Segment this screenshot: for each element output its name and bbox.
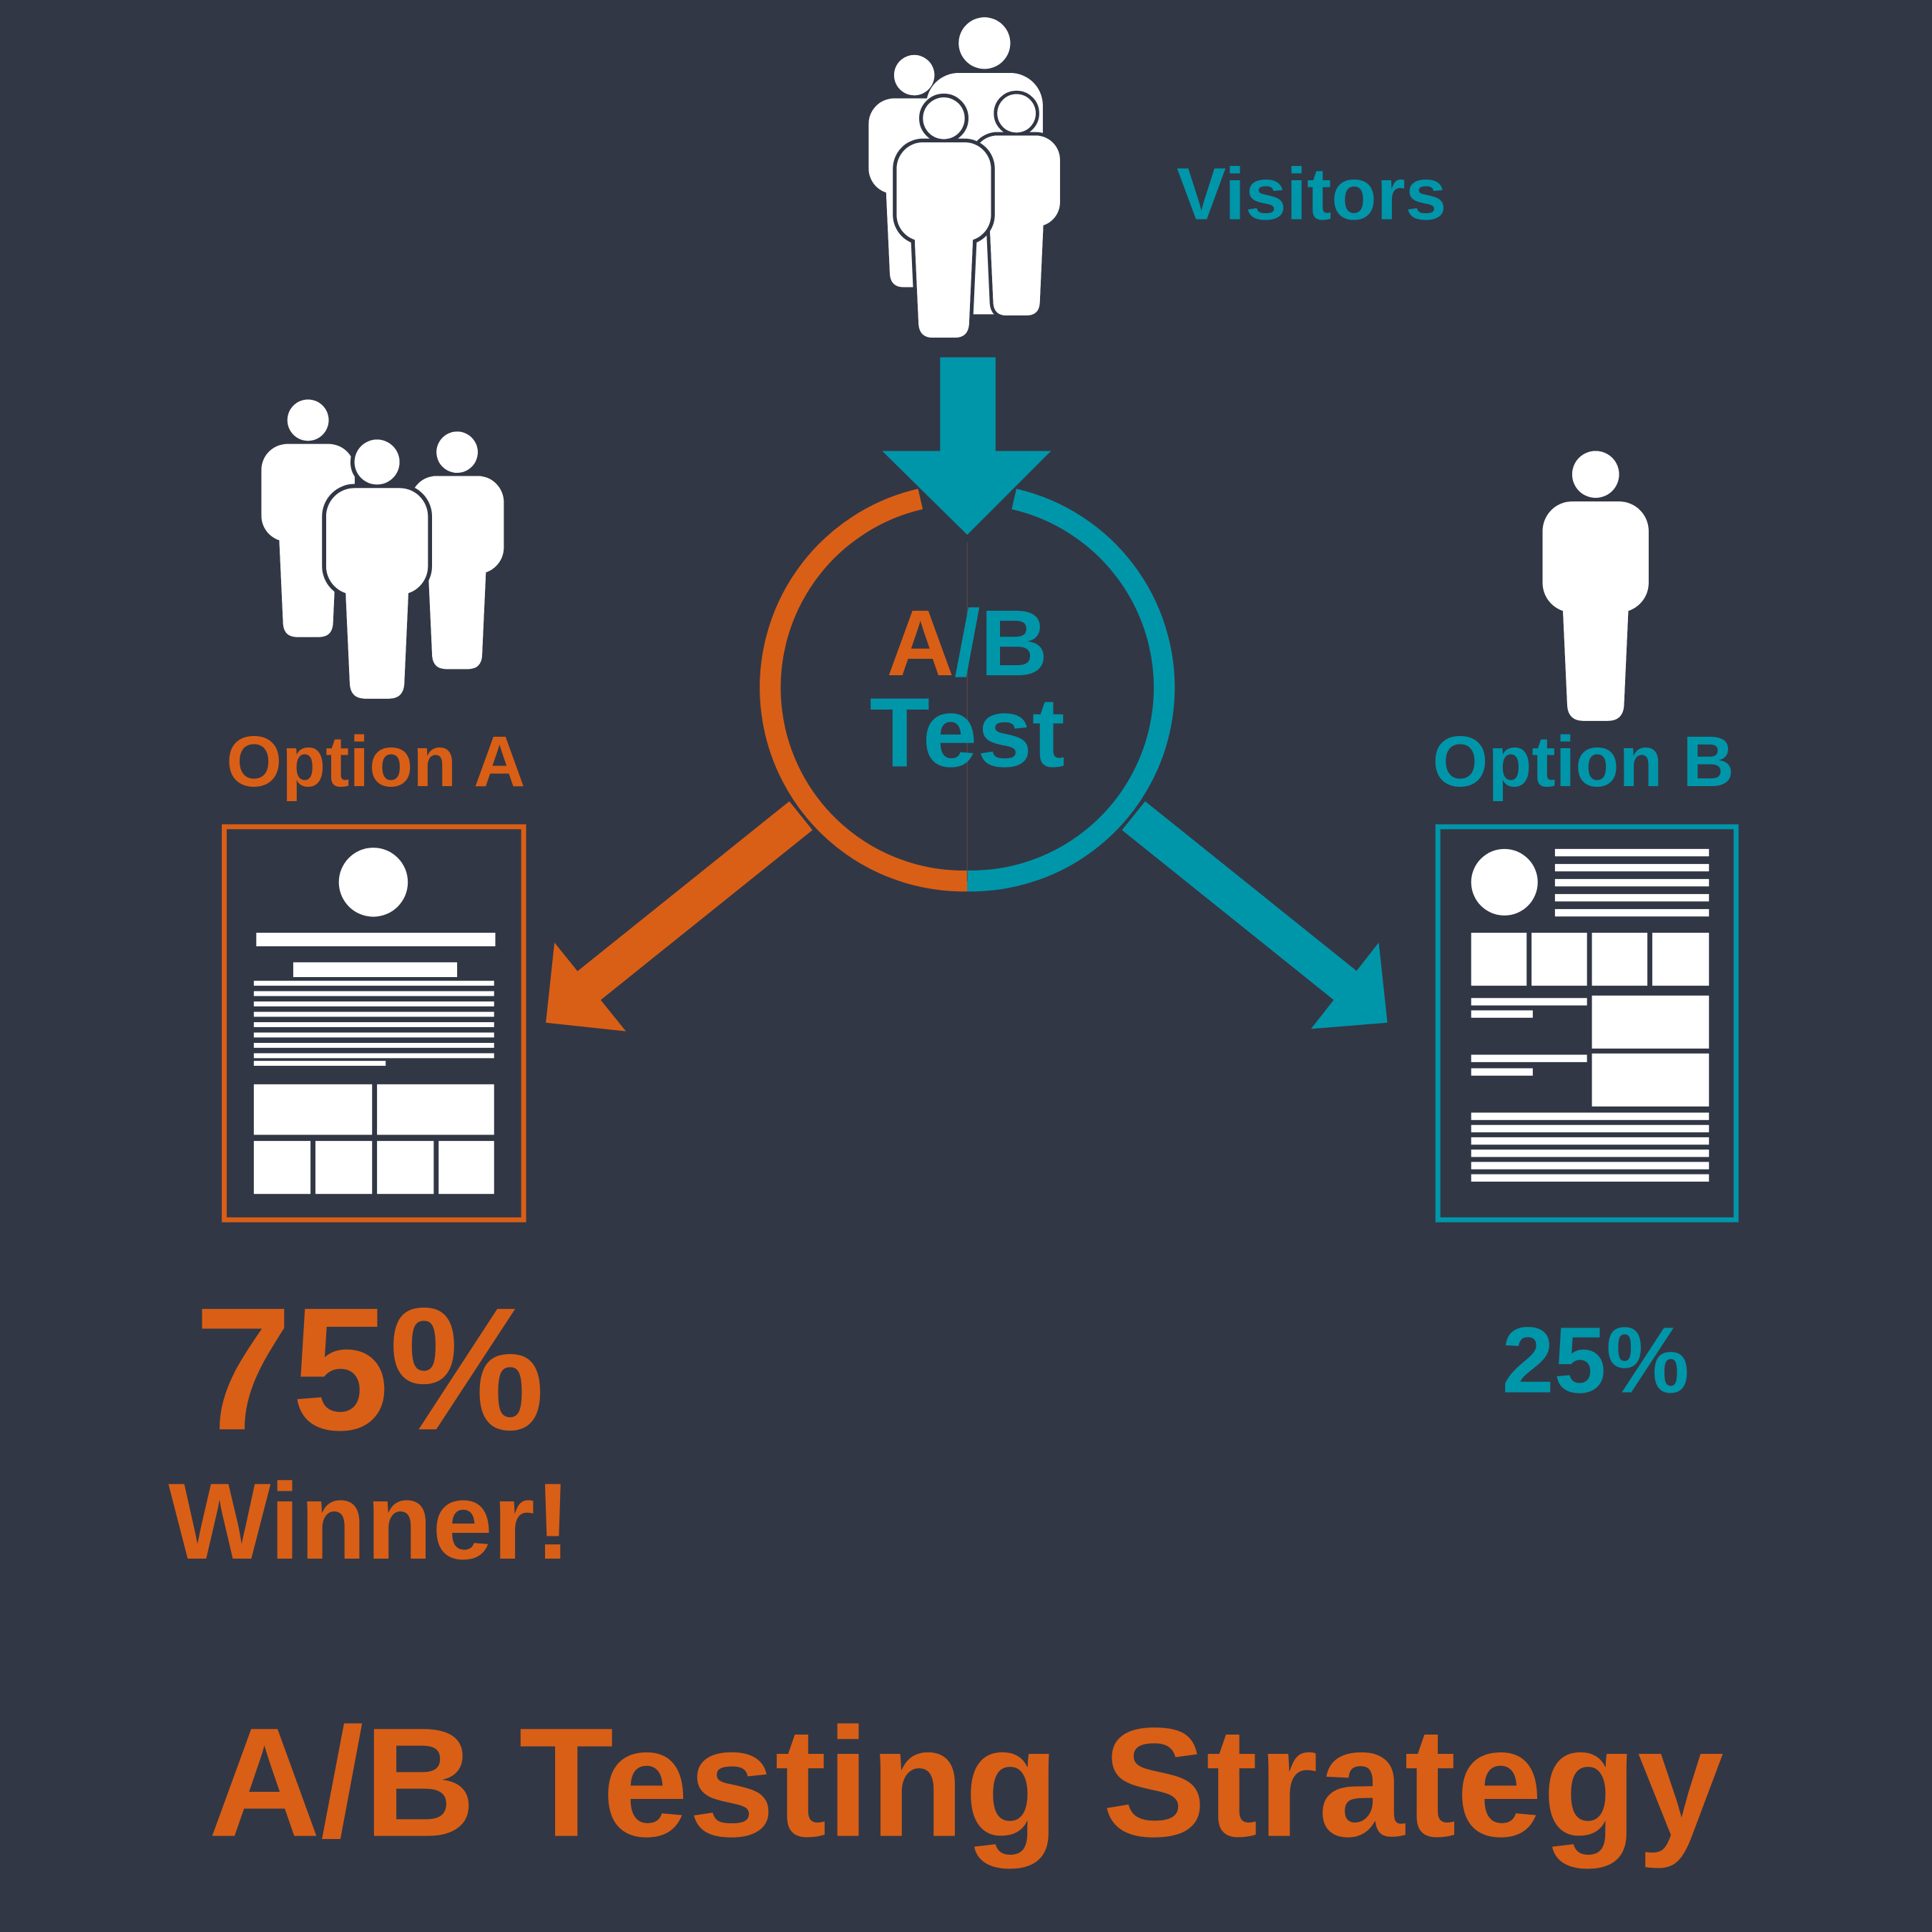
text-line-placeholder [253,1032,494,1038]
page-layout-b-icon [1435,824,1739,1222]
text-line-placeholder [1471,1124,1710,1133]
text-line-placeholder [1471,1112,1710,1120]
option-b-person-icon [1542,451,1649,721]
text-line-placeholder [253,991,494,996]
text-line-placeholder [1471,1174,1710,1182]
text-line-placeholder [1554,848,1710,857]
text-line-placeholder [1554,878,1710,887]
page-title: A/B Testing Strategy [208,1696,1723,1869]
text-line-placeholder [1554,863,1710,872]
ring-half-b [966,489,1175,892]
option-a-percent: 75% [195,1271,545,1466]
text-line-placeholder [253,981,494,986]
text-line-placeholder [1554,893,1710,902]
ab-heading: A/B [886,590,1047,695]
person-icon [410,431,504,670]
visitors-label: Visitors [1177,152,1446,235]
person-icon [261,399,355,637]
arrow-to-option-b-icon [1122,801,1388,1029]
arrow-to-option-a-icon [546,801,813,1031]
option-a-label: Option A [226,722,525,802]
visitors-people-icon [868,17,1064,342]
text-line-placeholder [1471,1149,1710,1157]
text-line-placeholder [253,1001,494,1007]
text-line-placeholder [253,1053,494,1059]
down-arrow-icon [882,357,1051,535]
person-icon [1542,451,1649,721]
text-line-placeholder [253,1042,494,1048]
winner-label: Winner! [168,1461,571,1582]
person-icon [893,93,995,342]
option-b-percent: 25% [1502,1308,1690,1413]
text-line-placeholder [1471,1137,1710,1145]
test-heading: Test [870,677,1065,788]
text-line-placeholder [1471,1162,1710,1170]
ring-half-a [760,489,968,892]
text-line-placeholder [1554,908,1710,917]
option-b-label: Option B [1433,722,1735,802]
text-line-placeholder [253,1011,494,1017]
page-layout-a-icon [222,824,526,1222]
person-icon [322,435,433,703]
option-a-people-icon [261,399,504,703]
text-line-placeholder [253,1022,494,1027]
